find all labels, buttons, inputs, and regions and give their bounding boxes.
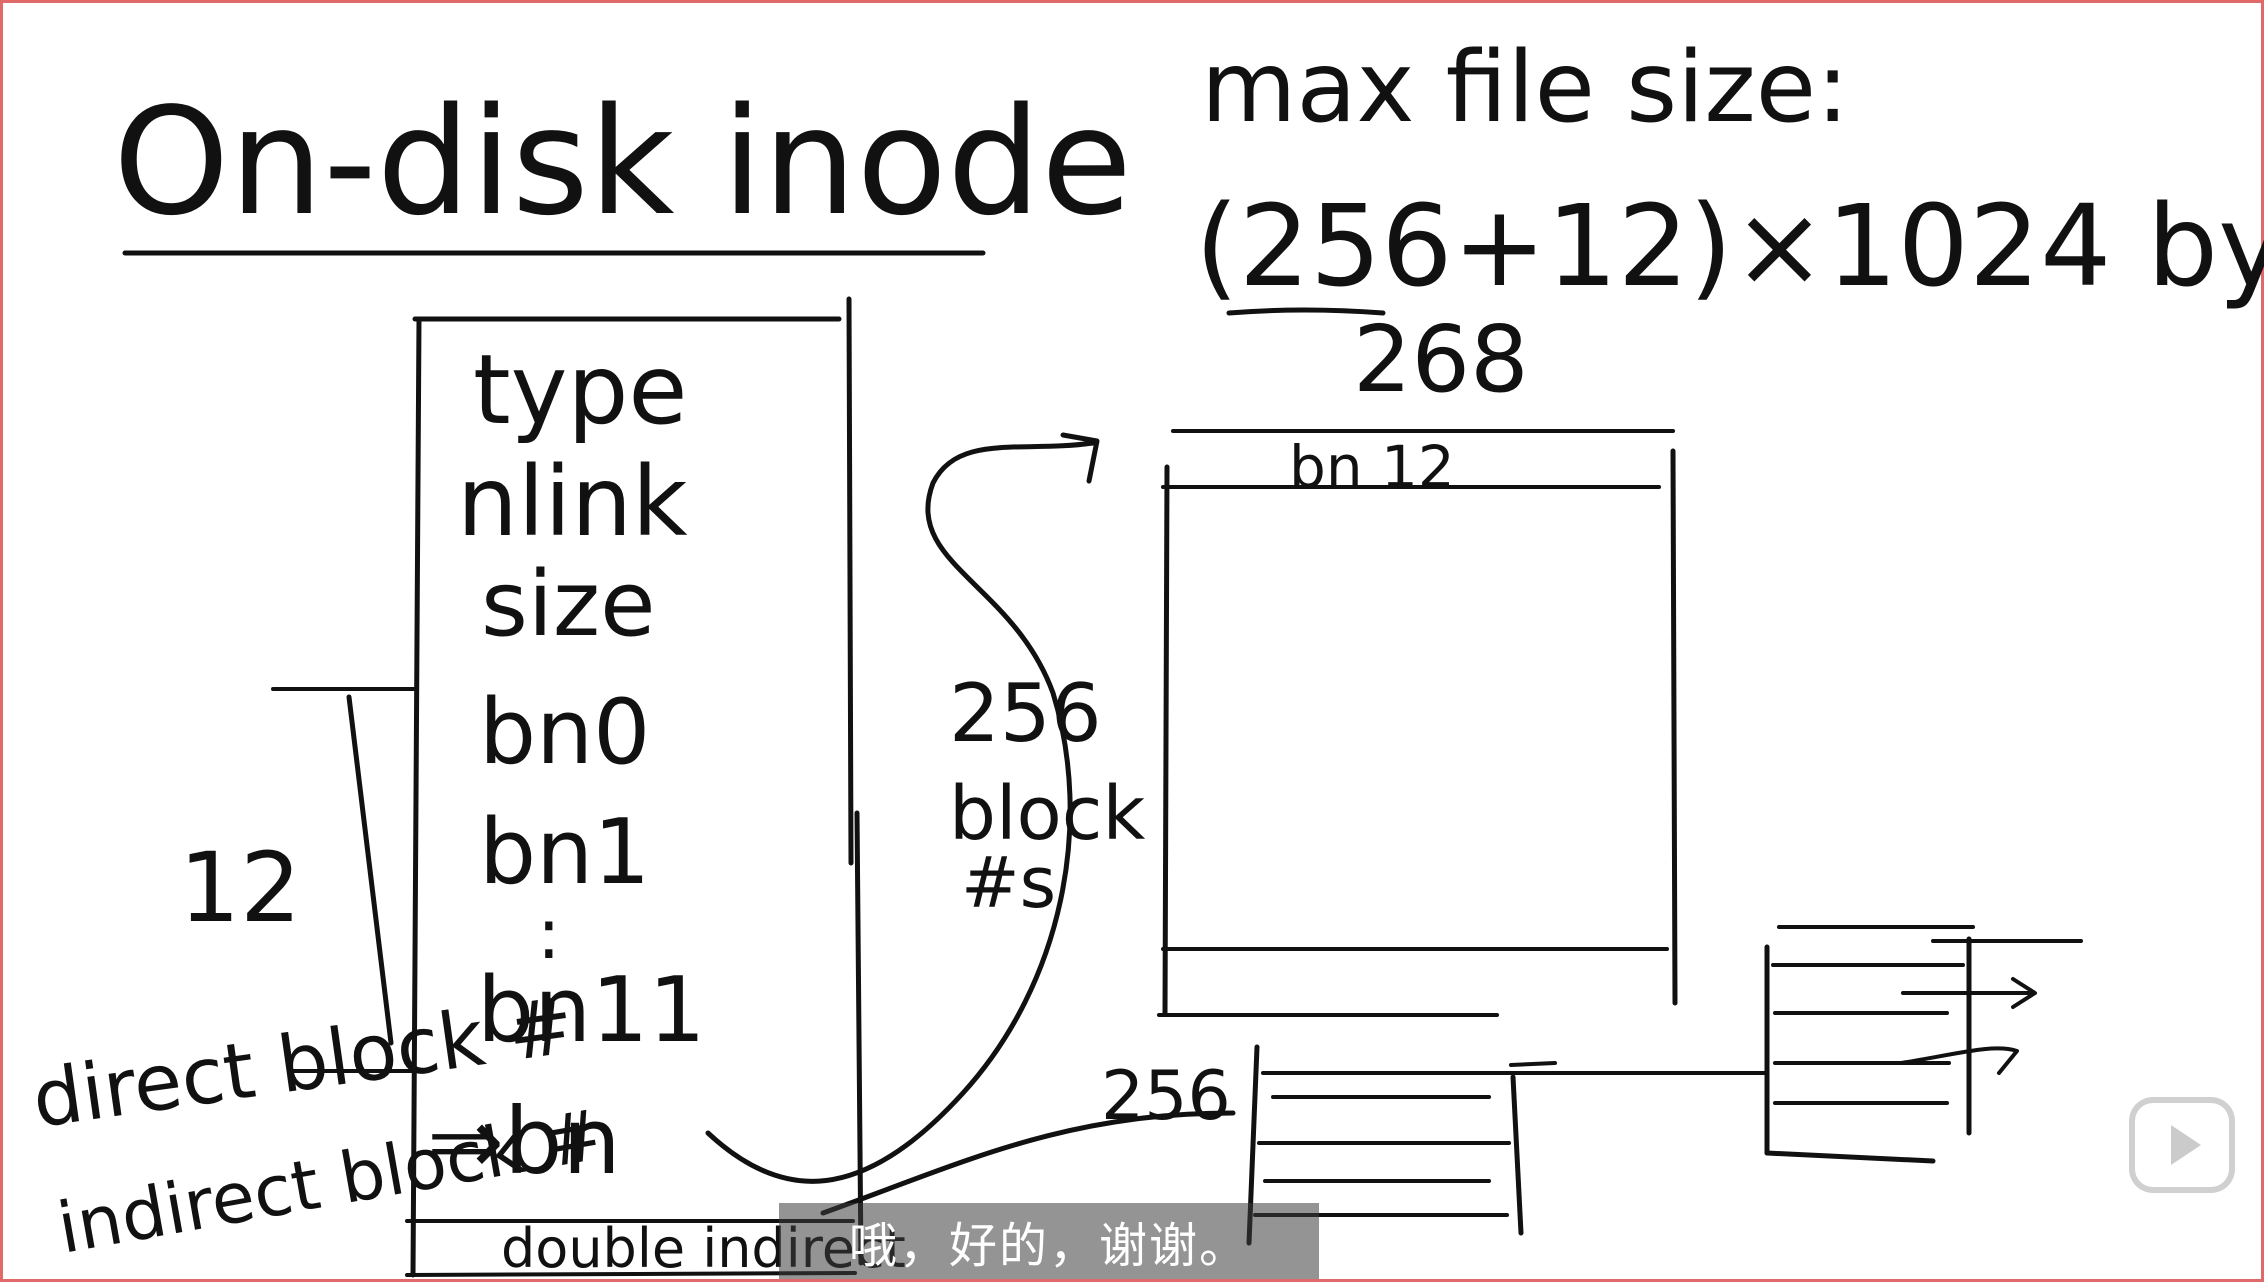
indirect-pointer-arrow	[705, 440, 1096, 1184]
arrow-label-hash: #s	[961, 842, 1056, 924]
arrow-head	[1060, 432, 1100, 484]
indirect-block-label: bn 12	[1289, 433, 1455, 501]
inode-right-edge	[846, 296, 854, 866]
formula-underline	[1226, 307, 1386, 316]
field-bn11: bn11	[477, 958, 706, 1063]
bracket-line	[346, 694, 394, 1046]
field-nlink: nlink	[457, 446, 688, 558]
video-subtitle: 哦，好的，谢谢。	[779, 1203, 1319, 1279]
max-size-heading: max file size:	[1201, 31, 1849, 145]
indirect-block-right	[1670, 448, 1678, 1006]
right-arrow-1	[1901, 977, 2037, 1009]
stack-top-stub	[1509, 1061, 1557, 1067]
field-indirect-bn: ⇒bn	[427, 1088, 621, 1195]
lower-label: 256	[1101, 1057, 1231, 1136]
whiteboard-canvas: On-disk inode max file size: (256+12)×10…	[27, 31, 2264, 1280]
arrow-label-number: 256	[949, 667, 1102, 760]
right-arrow-2	[1899, 1046, 2019, 1075]
field-bn1: bn1	[479, 800, 650, 905]
arrow-label-block: block	[949, 771, 1145, 857]
double-indirect-curve	[820, 1110, 1236, 1216]
inode-right-edge-lower	[854, 810, 864, 1266]
max-size-sum: 268	[1353, 306, 1529, 413]
stack-block-right	[1510, 1074, 1524, 1236]
play-icon	[2171, 1125, 2201, 1165]
right-block-bottom	[1764, 1150, 1936, 1164]
max-size-formula: (256+12)×1024 bytes	[1195, 182, 2264, 312]
field-size: size	[481, 552, 656, 657]
field-ellipsis: :	[537, 893, 561, 975]
play-button[interactable]	[2129, 1097, 2235, 1193]
indirect-block-left	[1162, 464, 1170, 1016]
label-count: 12	[179, 832, 301, 944]
field-bn0: bn0	[479, 680, 650, 785]
field-type: type	[473, 334, 687, 446]
inode-left-edge	[410, 316, 422, 1278]
board-title: On-disk inode	[113, 76, 1132, 248]
